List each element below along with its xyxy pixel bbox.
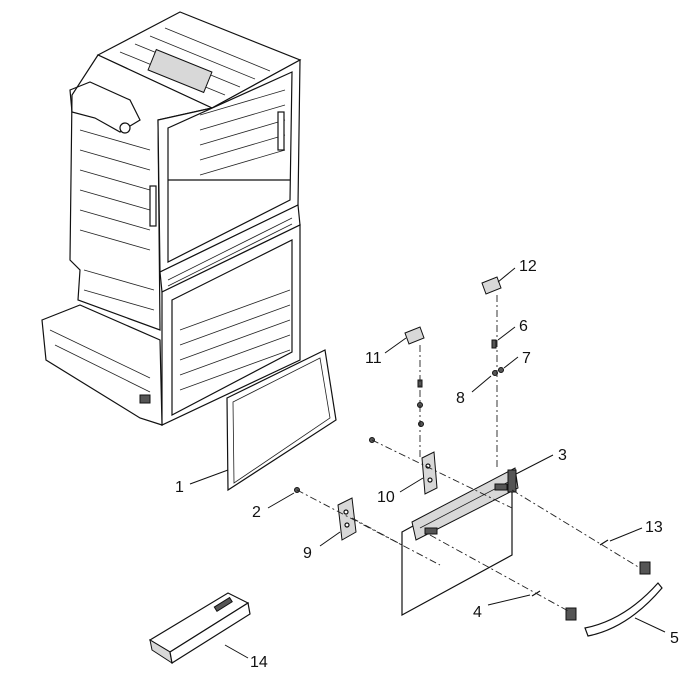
callout-3: 3	[558, 447, 567, 464]
callout-6: 6	[519, 318, 528, 335]
lower-opening	[171, 239, 293, 416]
upper-back-ribs	[199, 89, 286, 176]
small-parts	[294, 276, 609, 597]
cap-11	[404, 326, 425, 345]
callout-12: 12	[519, 258, 537, 275]
callout-10: 10	[377, 489, 395, 506]
handle-mount-lower	[565, 607, 577, 621]
leader-lines	[189, 267, 666, 659]
rail-clip-right	[494, 483, 508, 491]
divider-grooves	[167, 217, 293, 287]
handle-mount-upper	[639, 561, 651, 575]
callout-8: 8	[456, 390, 465, 407]
callout-labels: 1 2 3 4 5 6 7 8 9 10 11 12 13 14	[175, 258, 679, 671]
upper-opening	[167, 71, 293, 263]
door-corner-cap	[507, 469, 517, 493]
callout-11: 11	[365, 350, 382, 367]
handle-bar	[584, 582, 663, 637]
base-foot	[139, 394, 151, 404]
base-lines	[49, 329, 151, 393]
upper-slot	[277, 111, 285, 151]
callout-5: 5	[670, 630, 679, 647]
washer-8	[492, 370, 498, 376]
door-top-rail	[411, 467, 519, 541]
drawer-trim	[148, 592, 251, 665]
cap-12	[481, 276, 502, 295]
assembly-lines	[296, 295, 641, 613]
lower-hinge-bracket	[337, 497, 357, 541]
washer-left-b	[418, 421, 424, 427]
pin-6	[491, 339, 497, 349]
door-gasket	[226, 349, 337, 492]
freezer-door	[401, 467, 519, 617]
callout-7: 7	[522, 350, 531, 367]
rail-clip-left	[424, 527, 438, 535]
cabinet-base	[41, 304, 163, 426]
center-hinge-bracket	[421, 451, 438, 495]
callout-14: 14	[250, 654, 268, 671]
washer-7	[498, 367, 504, 373]
cabinet-side-ribs	[79, 129, 155, 311]
callout-9: 9	[303, 545, 312, 562]
side-slot	[149, 185, 157, 227]
control-box	[147, 48, 213, 94]
callout-4: 4	[473, 604, 482, 621]
door-handle	[565, 561, 663, 637]
hinge-pin-icon	[119, 122, 131, 134]
cabinet-assembly	[41, 11, 302, 426]
callout-2: 2	[252, 504, 261, 521]
callout-13: 13	[645, 519, 663, 536]
lower-back-ribs	[179, 289, 291, 391]
callout-1: 1	[175, 479, 184, 496]
